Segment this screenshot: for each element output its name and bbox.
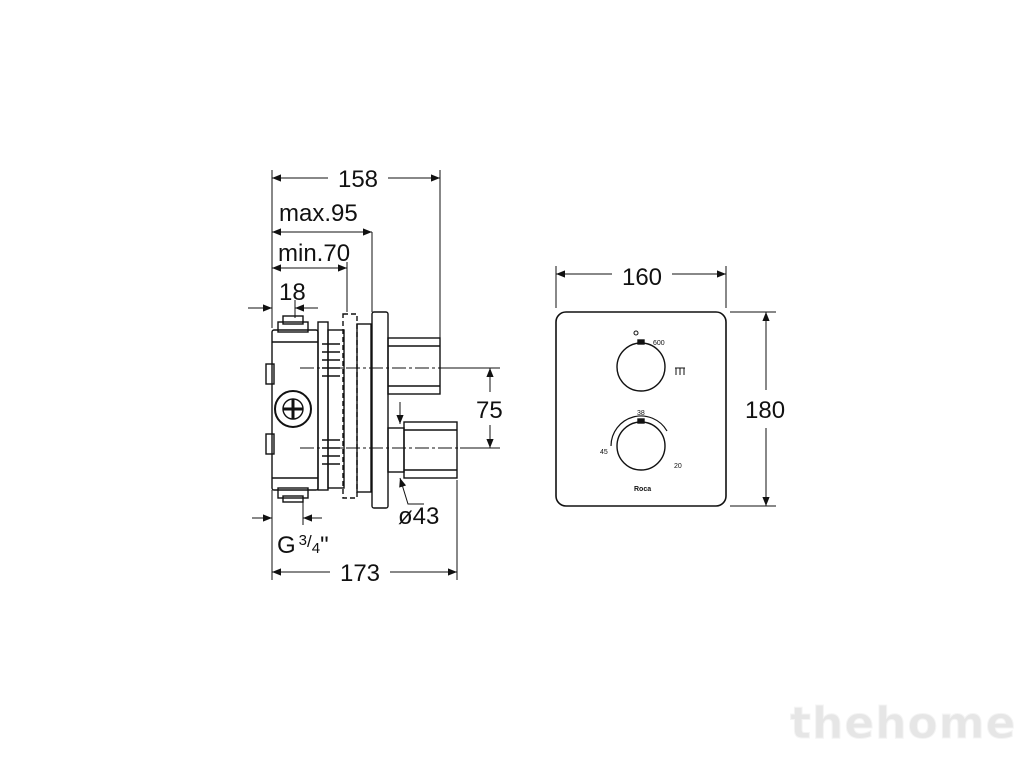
dim-width: 160 [622, 264, 662, 291]
installation-box [265, 315, 319, 503]
dim-max-depth: max.95 [279, 200, 358, 227]
adjustment-range [342, 313, 358, 499]
watermark: thehome [790, 698, 1016, 749]
temp-label-45: 45 [600, 449, 608, 456]
temp-label-20: 20 [674, 463, 682, 470]
dim-total-length: 173 [340, 560, 380, 587]
dimension-arrows [248, 174, 494, 576]
flow-value-label: 600 [653, 340, 665, 347]
upper-handle [387, 337, 441, 395]
body-fins [317, 321, 345, 491]
dim-min-depth: min.70 [278, 240, 350, 267]
side-view [248, 170, 500, 580]
dim-handle-diameter: ø43 [398, 503, 439, 530]
dim-overall-depth: 158 [338, 166, 378, 193]
dim-connection-prefix: G [277, 532, 296, 559]
front-view [555, 266, 776, 507]
dim-height: 180 [745, 397, 785, 424]
cover-plate [555, 311, 727, 507]
wall-plate [371, 311, 389, 509]
flow-knob [616, 342, 666, 392]
dim-connection-suffix: " [320, 532, 329, 559]
dim-spacing: 75 [476, 397, 503, 424]
inlet-port-circle [274, 390, 312, 428]
temperature-knob [616, 421, 666, 471]
brand-logo: Roca [634, 486, 651, 493]
dim-connection-sup: 3 [299, 532, 307, 549]
temp-label-38: 38 [637, 410, 645, 417]
shower-icon [675, 367, 685, 375]
lower-handle [387, 421, 458, 479]
center-lines [300, 367, 500, 449]
dim-box-wall: 18 [279, 279, 306, 306]
temperature-scale-arc [610, 415, 668, 447]
dim-connection-sub: 4 [312, 540, 320, 557]
